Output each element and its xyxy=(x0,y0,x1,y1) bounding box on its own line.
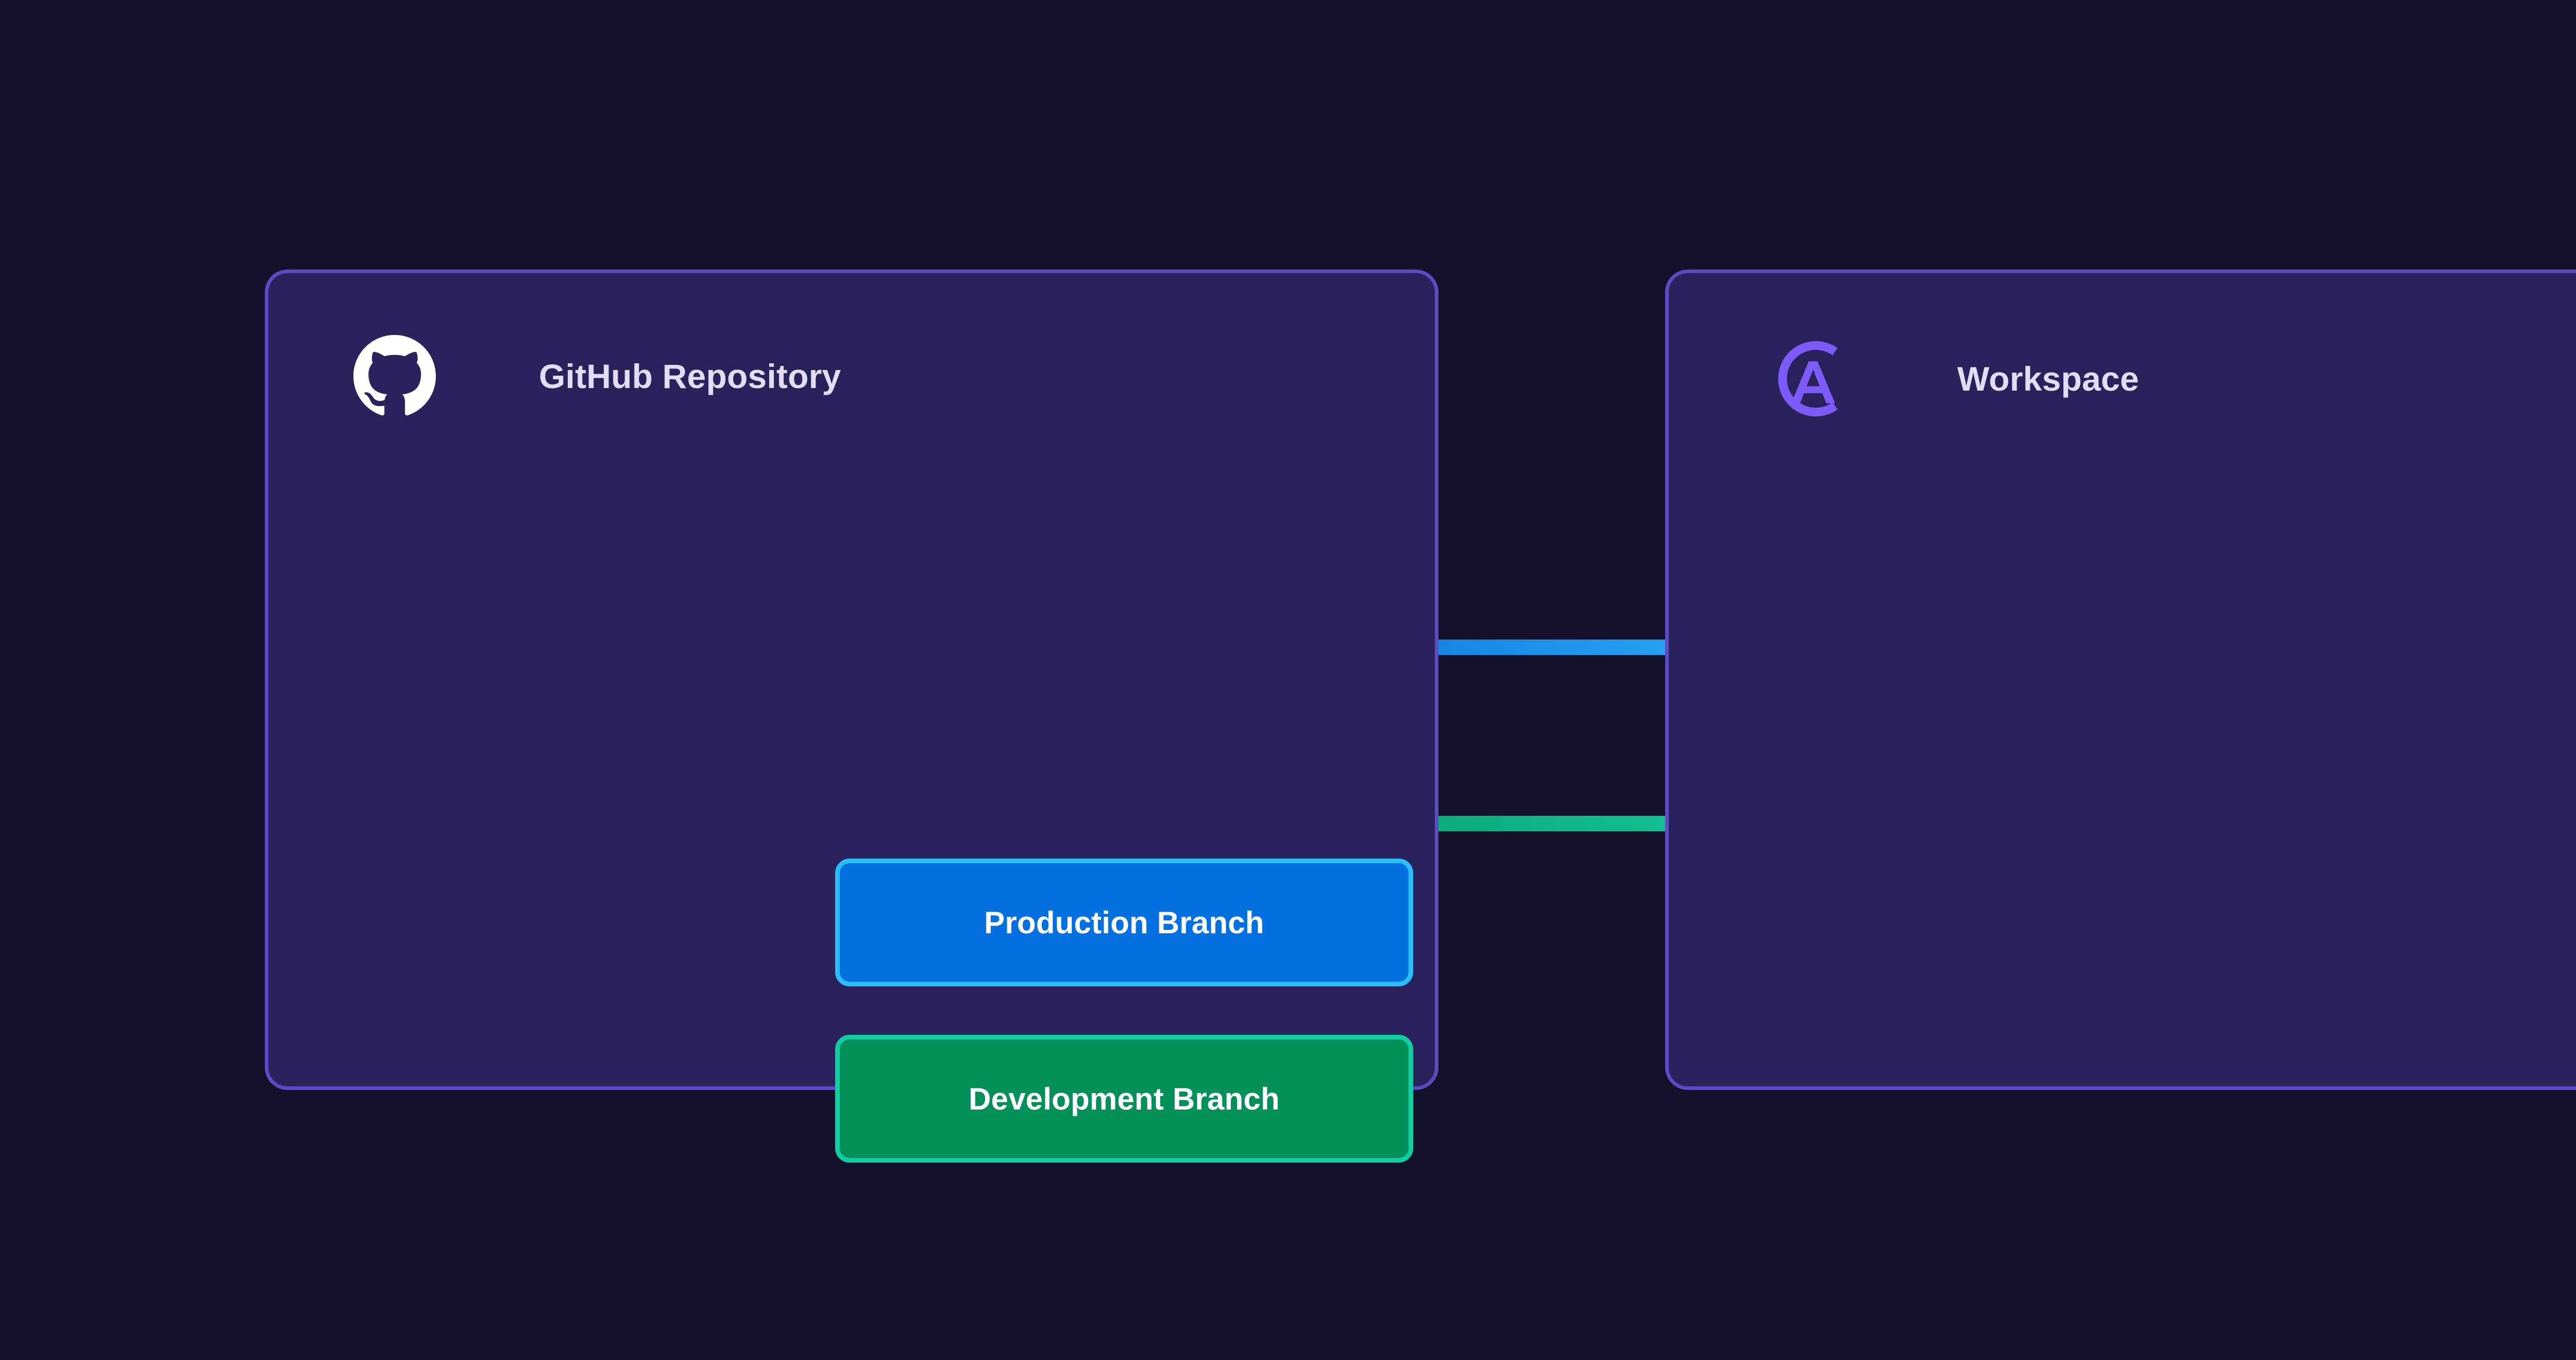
workspace-panel-header: Workspace xyxy=(1761,335,2139,423)
node-production-branch-label: Production Branch xyxy=(984,905,1264,940)
workspace-panel-title: Workspace xyxy=(1957,360,2139,398)
node-development-branch-label: Development Branch xyxy=(969,1081,1280,1116)
panel-workspace: Workspace Production Deployment Developm… xyxy=(1665,270,2576,1090)
workspace-a-arc-icon xyxy=(1778,341,1838,417)
github-octocat-icon xyxy=(353,335,436,416)
panel-github-repository: GitHub Repository Production Branch Deve… xyxy=(265,270,1438,1163)
github-panel-header: GitHub Repository xyxy=(353,335,841,417)
node-production-branch[interactable]: Production Branch xyxy=(835,859,1413,986)
node-development-branch[interactable]: Development Branch xyxy=(835,1035,1413,1163)
github-panel-title: GitHub Repository xyxy=(539,357,841,395)
